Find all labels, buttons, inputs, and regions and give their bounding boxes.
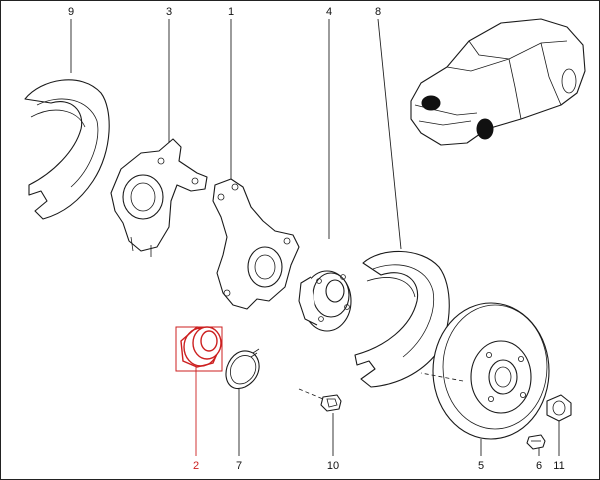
- callout-3: 3: [166, 6, 172, 18]
- callout-5: 5: [478, 460, 484, 472]
- callout-labels: 9 3 1 4 8 2 7 10 5 6 11: [68, 6, 565, 472]
- callout-9: 9: [68, 6, 74, 18]
- vehicle-locator-sketch: [410, 18, 586, 146]
- callout-11: 11: [553, 460, 564, 472]
- callout-8: 8: [375, 6, 381, 18]
- part-4-wheel-hub: [298, 270, 352, 332]
- leader-8: [377, 18, 402, 250]
- callout-1: 1: [228, 6, 234, 18]
- part-6-screw: [526, 434, 546, 450]
- callout-4: 4: [326, 6, 332, 18]
- callout-7: 7: [236, 460, 242, 472]
- callout-2: 2: [193, 460, 199, 472]
- part-9-splash-shield: [24, 79, 110, 220]
- part-8-splash-shield: [354, 250, 450, 388]
- part-11-hub-nut: [546, 394, 572, 422]
- part-3-steering-knuckle-left: [110, 138, 208, 257]
- part-5-brake-disc: [420, 302, 550, 440]
- front-left-wheel-marker: [421, 95, 441, 111]
- leader-lines: [70, 18, 560, 456]
- part-7-retaining-ring: [225, 348, 260, 389]
- part-10-bolt: [298, 388, 342, 412]
- part-2-wheel-bearing: [175, 326, 223, 372]
- part-1-steering-knuckle: [212, 178, 300, 310]
- callout-6: 6: [536, 460, 542, 472]
- callout-10: 10: [327, 460, 339, 472]
- bearing-highlight-box: [175, 326, 223, 372]
- front-right-wheel-marker: [476, 118, 494, 140]
